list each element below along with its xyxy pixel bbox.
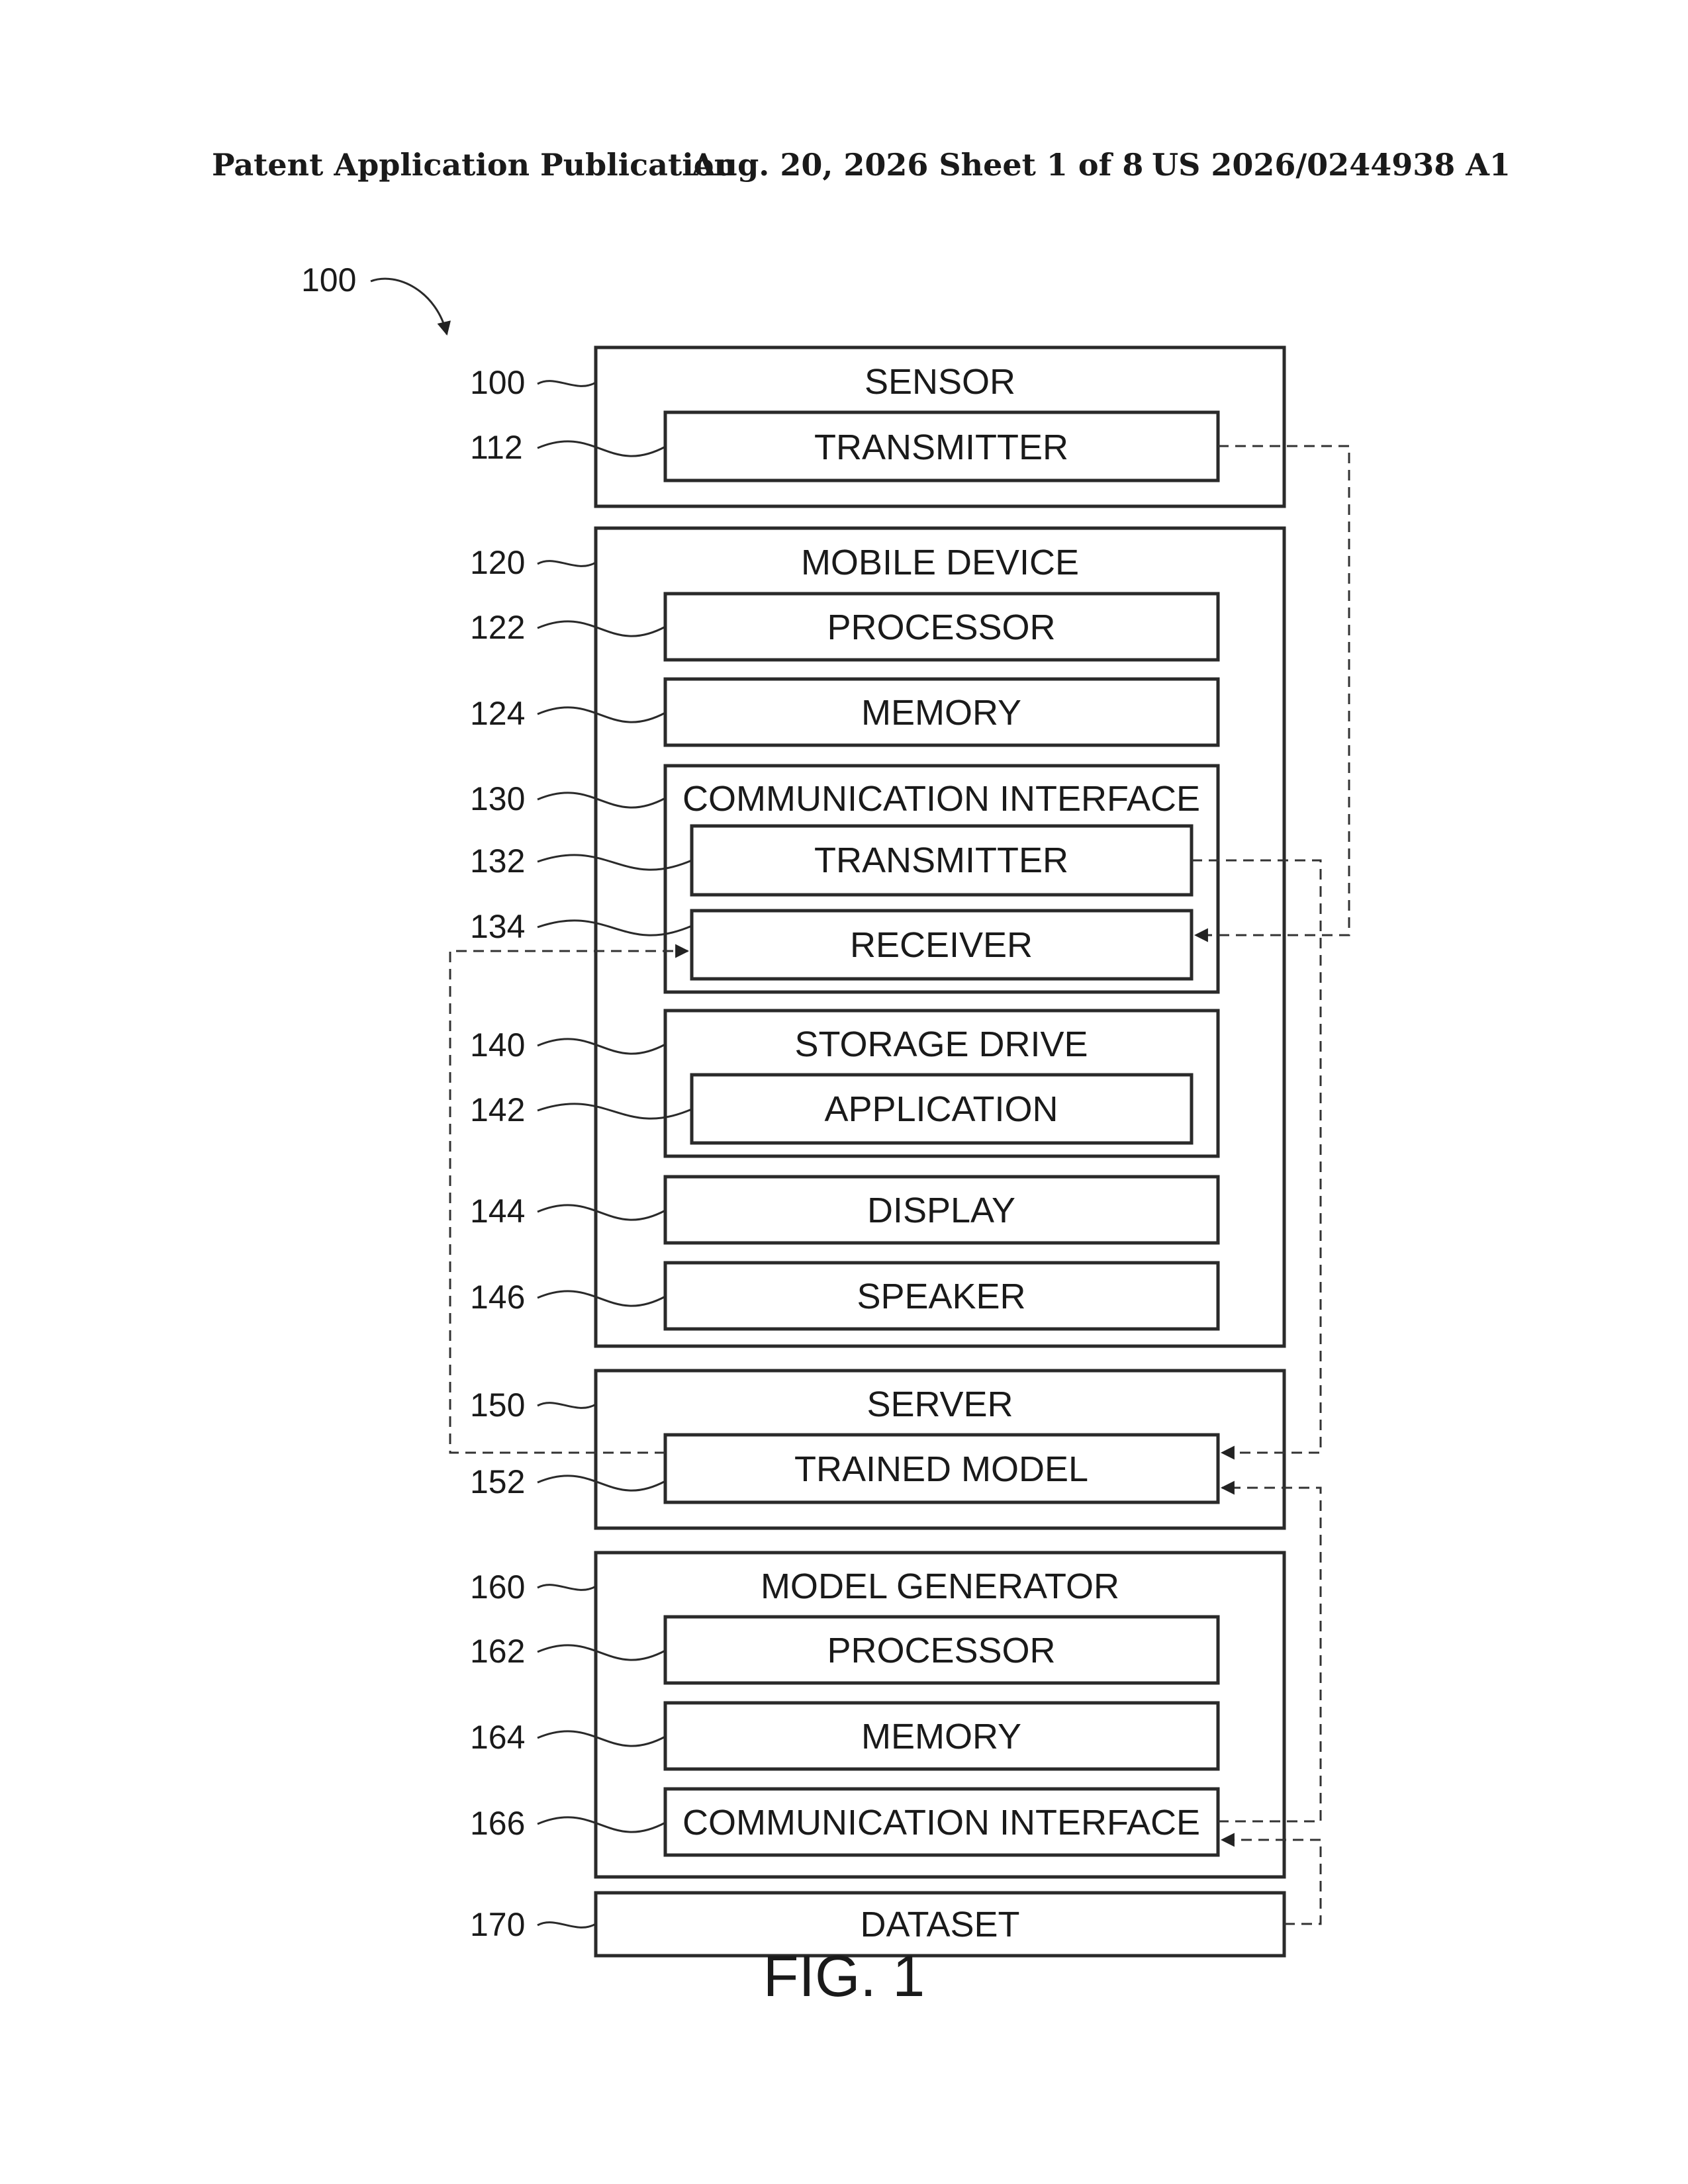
- model-generator-block: MODEL GENERATOR PROCESSOR MEMORY COMMUNI…: [596, 1553, 1284, 1877]
- leader-mobile-device: [538, 561, 596, 567]
- leader-speaker: [538, 1291, 665, 1306]
- sensor-transmitter-label: TRANSMITTER: [814, 428, 1068, 467]
- figure-caption: FIG. 1: [0, 1942, 1688, 2010]
- comm-receiver-label: RECEIVER: [850, 925, 1033, 965]
- mobile-memory-label: MEMORY: [861, 693, 1021, 733]
- ref-generator-memory: 164: [470, 1719, 525, 1756]
- ref-comm-receiver: 134: [470, 908, 525, 945]
- leader-server: [538, 1403, 596, 1408]
- leader-sensor: [538, 381, 596, 387]
- sensor-label: SENSOR: [865, 362, 1015, 402]
- mobile-device-label: MOBILE DEVICE: [801, 543, 1079, 582]
- server-block: SERVER TRAINED MODEL: [596, 1371, 1284, 1528]
- model-generator-label: MODEL GENERATOR: [761, 1567, 1119, 1606]
- leader-application: [538, 1104, 692, 1118]
- ref-comm-transmitter: 132: [470, 842, 525, 880]
- leader-generator-processor: [538, 1645, 665, 1660]
- ref-sensor-transmitter: 112: [470, 429, 523, 466]
- leader-display: [538, 1205, 665, 1220]
- generator-processor-label: PROCESSOR: [827, 1631, 1055, 1670]
- connector-dataset-to-generator: [1222, 1840, 1321, 1924]
- sensor-block: SENSOR TRANSMITTER: [596, 347, 1284, 506]
- leader-dataset: [538, 1923, 596, 1928]
- application-label: APPLICATION: [824, 1089, 1058, 1129]
- figure-ref-arrow: [371, 279, 447, 334]
- generator-communication-interface-label: COMMUNICATION INTERFACE: [682, 1803, 1200, 1843]
- leader-model-generator: [538, 1585, 596, 1590]
- leader-comm-transmitter: [538, 855, 692, 870]
- ref-mobile-memory: 124: [470, 695, 525, 732]
- ref-dataset: 170: [470, 1906, 525, 1943]
- storage-drive-label: STORAGE DRIVE: [794, 1024, 1088, 1064]
- ref-sensor: 100: [470, 364, 525, 401]
- ref-application: 142: [470, 1091, 525, 1128]
- leader-generator-communication-interface: [538, 1817, 665, 1832]
- mobile-processor-label: PROCESSOR: [827, 608, 1055, 647]
- ref-generator-communication-interface: 166: [470, 1805, 525, 1842]
- ref-mobile-device: 120: [470, 544, 525, 581]
- server-label: SERVER: [867, 1385, 1013, 1424]
- mobile-device-block: MOBILE DEVICE PROCESSOR MEMORY COMMUNICA…: [596, 528, 1284, 1346]
- display-label: DISPLAY: [867, 1191, 1015, 1230]
- leader-trained-model: [538, 1476, 665, 1490]
- figure-ref-100: 100: [301, 261, 356, 298]
- ref-display: 144: [470, 1193, 525, 1230]
- ref-speaker: 146: [470, 1279, 525, 1316]
- dataset-label: DATASET: [860, 1905, 1019, 1944]
- ref-generator-processor: 162: [470, 1633, 525, 1670]
- generator-memory-label: MEMORY: [861, 1717, 1021, 1756]
- speaker-label: SPEAKER: [857, 1277, 1025, 1316]
- comm-transmitter-label: TRANSMITTER: [814, 841, 1068, 880]
- ref-model-generator: 160: [470, 1569, 525, 1606]
- connector-generator-to-model: [1218, 1488, 1321, 1821]
- leader-communication-interface: [538, 793, 665, 807]
- leader-mobile-memory: [538, 707, 665, 722]
- leader-mobile-processor: [538, 621, 665, 636]
- ref-communication-interface: 130: [470, 780, 525, 817]
- ref-server: 150: [470, 1387, 525, 1424]
- leader-generator-memory: [538, 1731, 665, 1746]
- ref-mobile-processor: 122: [470, 609, 525, 646]
- ref-storage-drive: 140: [470, 1026, 525, 1064]
- leader-comm-receiver: [538, 921, 692, 935]
- leader-storage-drive: [538, 1039, 665, 1054]
- communication-interface-label: COMMUNICATION INTERFACE: [682, 779, 1200, 819]
- trained-model-label: TRAINED MODEL: [794, 1449, 1088, 1489]
- ref-trained-model: 152: [470, 1463, 525, 1500]
- leader-sensor-transmitter: [538, 441, 665, 456]
